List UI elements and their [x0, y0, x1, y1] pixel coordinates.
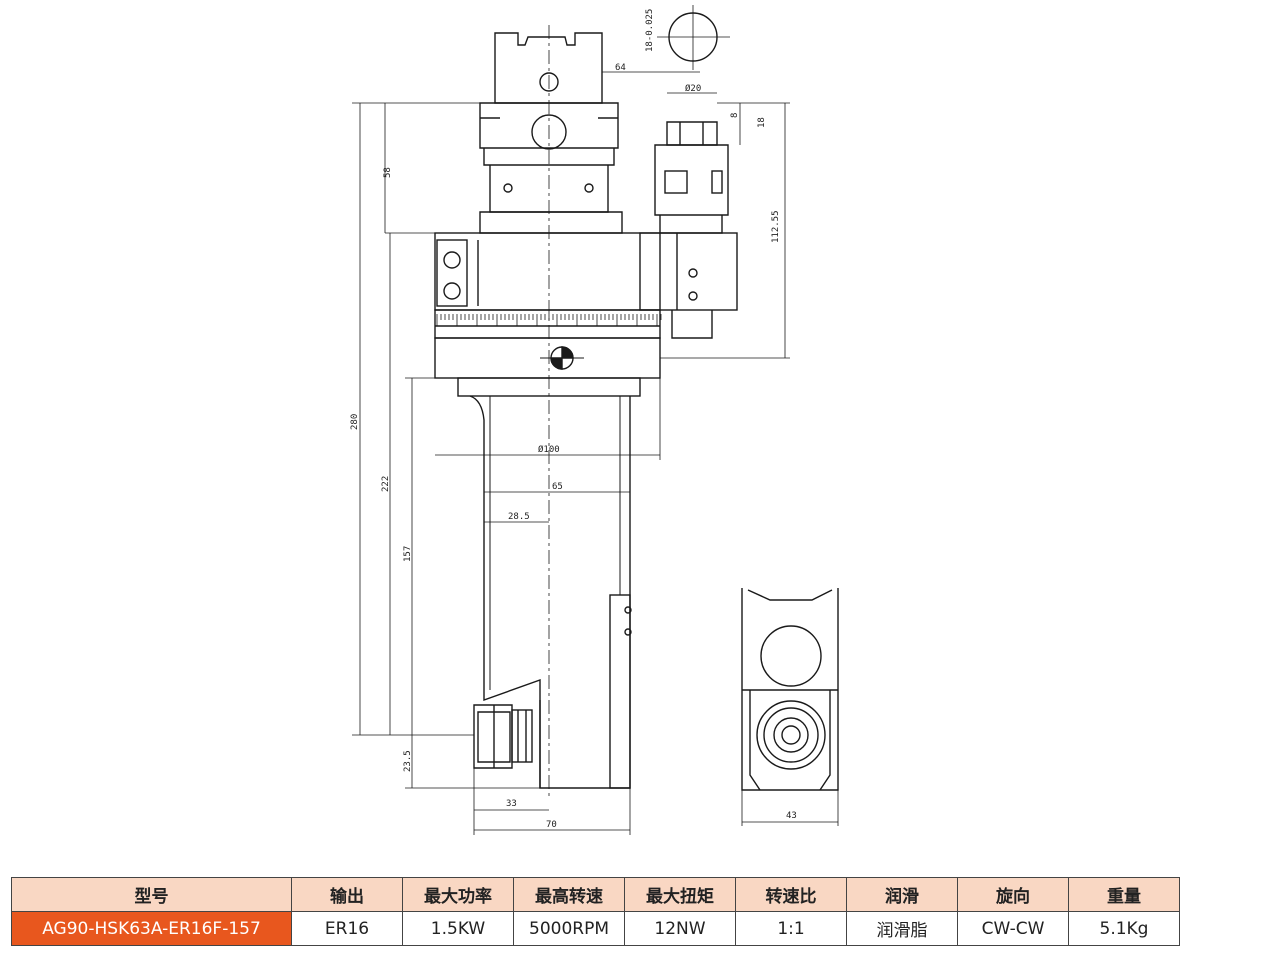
dim-upper-height: 58 — [383, 167, 393, 178]
side-view — [741, 588, 839, 791]
header-output: 输出 — [291, 877, 403, 912]
cell-max-power: 1.5KW — [402, 911, 514, 946]
dim-nut-width: Ø20 — [685, 83, 701, 94]
cell-max-speed: 5000RPM — [513, 911, 625, 946]
dim-body-height: 157 — [403, 546, 413, 562]
dim-nut-h1: 8 — [730, 113, 740, 118]
dim-side-height: 112.55 — [771, 210, 781, 243]
cell-lubrication: 润滑脂 — [846, 911, 958, 946]
side-drive — [639, 121, 738, 339]
spec-table: 型号 输出 最大功率 最高转速 最大扭矩 转速比 润滑 旋向 重量 AG90-H… — [11, 877, 1180, 946]
header-weight: 重量 — [1068, 877, 1180, 912]
cell-weight: 5.1Kg — [1068, 911, 1180, 946]
table-header-row: 型号 输出 最大功率 最高转速 最大扭矩 转速比 润滑 旋向 重量 — [11, 877, 1180, 912]
shank-section — [657, 5, 730, 70]
header-model: 型号 — [11, 877, 292, 912]
dim-nut-h2: 18 — [757, 117, 767, 128]
dim-top-width: 64 — [615, 63, 626, 73]
dim-half-width: 28.5 — [508, 512, 530, 522]
scale-ticks — [436, 314, 662, 326]
dim-flange-dia: Ø100 — [538, 444, 560, 455]
hsk-shank — [479, 32, 623, 234]
header-ratio: 转速比 — [735, 877, 847, 912]
cell-max-torque: 12NW — [624, 911, 736, 946]
table-row: AG90-HSK63A-ER16F-157 ER16 1.5KW 5000RPM… — [11, 911, 1180, 946]
cell-ratio: 1:1 — [735, 911, 847, 946]
dim-collet-offset: 33 — [506, 799, 517, 809]
dim-body-width: 65 — [552, 482, 563, 492]
dim-lower-height: 222 — [381, 476, 391, 492]
dim-base-width: 70 — [546, 820, 557, 830]
dim-shank-key: 18-0.025 — [645, 9, 655, 52]
cell-rotation: CW-CW — [957, 911, 1069, 946]
dimension-lines — [352, 25, 839, 835]
dim-bottom-offset: 23.5 — [403, 750, 413, 772]
header-lubrication: 润滑 — [846, 877, 958, 912]
header-max-power: 最大功率 — [402, 877, 514, 912]
header-rotation: 旋向 — [957, 877, 1069, 912]
header-max-speed: 最高转速 — [513, 877, 625, 912]
technical-drawing: 18-0.025 64 Ø20 8 18 112.55 58 280 222 1… — [350, 5, 839, 835]
cell-output: ER16 — [291, 911, 403, 946]
lower-body — [469, 395, 632, 789]
dim-side-view-width: 43 — [786, 811, 797, 821]
cell-model: AG90-HSK63A-ER16F-157 — [11, 911, 292, 946]
header-max-torque: 最大扭矩 — [624, 877, 736, 912]
dim-total-height: 280 — [350, 414, 360, 430]
